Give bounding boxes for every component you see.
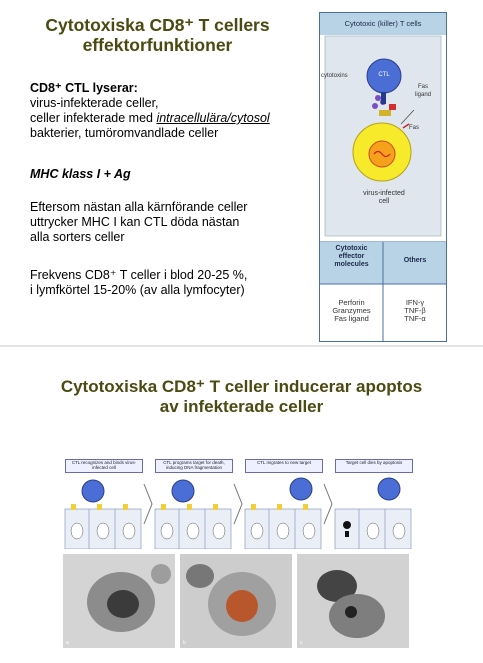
- micrograph-graphic: [297, 554, 409, 648]
- panel-caption: CTL recognizes and binds virus-infected …: [65, 459, 143, 473]
- sequence-arrow-icon: [233, 484, 243, 524]
- para1-line3: alla sorters celler: [30, 230, 125, 244]
- lysis-line2-emphasis: intracellulära/cytosol: [156, 111, 270, 125]
- lysis-line2: celler infekterade med intracellulära/cy…: [30, 111, 315, 126]
- panel-graphic: [64, 479, 142, 549]
- slide2-title: Cytotoxiska CD8⁺ T celler inducerar apop…: [20, 377, 463, 417]
- col1-header-line2: effector: [338, 253, 365, 260]
- slide-apoptosis: Cytotoxiska CD8⁺ T celler inducerar apop…: [0, 347, 483, 663]
- ctl-label: CTL: [378, 72, 390, 78]
- lysis-line2-plain: celler infekterade med: [30, 111, 157, 125]
- panel-caption: Target cell dies by apoptosis: [335, 459, 413, 473]
- col1-item: Granzymes: [332, 306, 371, 315]
- fas-ligand-label-line1: Fas: [417, 84, 428, 90]
- sequence-panel: Target cell dies by apoptosis: [333, 459, 413, 549]
- col1-header-line1: Cytotoxic: [335, 245, 368, 252]
- micrograph-photo: a: [63, 554, 175, 648]
- ctl-diagram-graphic: [319, 12, 447, 342]
- sequence-panel: CTL migrates to new target: [243, 459, 323, 549]
- apoptosis-sequence-figure: CTL recognizes and binds virus-infected …: [63, 459, 415, 549]
- lysis-block: CD8⁺ CTL lyserar: virus-infekterade cell…: [30, 81, 315, 141]
- fas-ligand-label: Fas ligand: [405, 83, 441, 99]
- col2-item: TNF-α: [404, 314, 426, 323]
- cytotoxins-label: cytotoxins: [321, 73, 348, 79]
- slide2-title-line2: av infekterade celler: [159, 397, 324, 416]
- sequence-arrow-icon: [323, 484, 333, 524]
- micrograph-photo: c: [297, 554, 409, 648]
- sequence-arrow-icon: [143, 484, 153, 524]
- micrograph-graphic: [63, 554, 175, 648]
- panel-graphic: [244, 477, 322, 549]
- fas-ligand-label-line2: ligand: [414, 92, 431, 98]
- col1-item: Perforin: [338, 298, 365, 307]
- lysis-line1: virus-infekterade celler,: [30, 96, 159, 110]
- photo-label: b: [183, 640, 186, 646]
- slide-divider: [0, 345, 483, 347]
- micrograph-graphic: [180, 554, 292, 648]
- panel-caption: CTL programs target for death, inducing …: [155, 459, 233, 473]
- panel-caption: CTL migrates to new target: [245, 459, 323, 473]
- col2-header: Others: [403, 257, 427, 264]
- col1-item: Fas ligand: [334, 314, 369, 323]
- col2-item: IFN-γ: [405, 298, 425, 307]
- photo-label: c: [300, 640, 303, 646]
- slide1-title: Cytotoxiska CD8⁺ T cellers effektorfunkt…: [30, 15, 285, 55]
- col2-item: TNF-β: [404, 306, 426, 315]
- slide-effector-functions: Cytotoxiska CD8⁺ T cellers effektorfunkt…: [30, 12, 447, 342]
- paragraph-nucleated-cells: Eftersom nästan alla kärnförande celler …: [30, 200, 315, 245]
- para1-line1: Eftersom nästan alla kärnförande celler: [30, 200, 248, 214]
- lysis-line3: bakterier, tumöromvandlade celler: [30, 126, 219, 140]
- panel-graphic: [334, 477, 412, 549]
- col1-items: Perforin Granzymes Fas ligand: [321, 299, 382, 323]
- col1-header-line3: molecules: [334, 261, 369, 268]
- para2-line1: Frekvens CD8⁺ T celler i blod 20-25 %,: [30, 268, 248, 282]
- ctl-diagram: Cytotoxic (killer) T cells CTL cytotoxin…: [319, 12, 447, 342]
- para2-line2: i lymfkörtel 15-20% (av alla lymfocyter): [30, 283, 245, 297]
- mhc-label: MHC klass I + Ag: [30, 167, 131, 181]
- slide2-title-line1: Cytotoxiska CD8⁺ T celler inducerar apop…: [60, 377, 423, 396]
- ctl-diagram-header: Cytotoxic (killer) T cells: [344, 19, 422, 28]
- col1-header: Cytotoxic effector molecules: [321, 245, 382, 269]
- paragraph-frequency: Frekvens CD8⁺ T celler i blod 20-25 %, i…: [30, 268, 315, 298]
- slide1-title-line2: effektorfunktioner: [82, 35, 233, 55]
- para1-line2: uttrycker MHC I kan CTL döda nästan: [30, 215, 240, 229]
- panel-graphic: [154, 479, 232, 549]
- fas-label: Fas: [408, 125, 419, 131]
- lysis-heading: CD8⁺ CTL lyserar:: [30, 81, 138, 95]
- col2-items: IFN-γ TNF-β TNF-α: [384, 299, 446, 323]
- micrograph-photo: b: [180, 554, 292, 648]
- sequence-panel: CTL recognizes and binds virus-infected …: [63, 459, 143, 549]
- slide1-title-line1: Cytotoxiska CD8⁺ T cellers: [45, 15, 270, 35]
- infected-cell-line1: virus-infected: [363, 190, 405, 197]
- photo-label: a: [66, 640, 69, 646]
- infected-cell-line2: cell: [378, 198, 390, 205]
- sequence-panel: CTL programs target for death, inducing …: [153, 459, 233, 549]
- infected-cell-label: virus-infected cell: [344, 190, 424, 206]
